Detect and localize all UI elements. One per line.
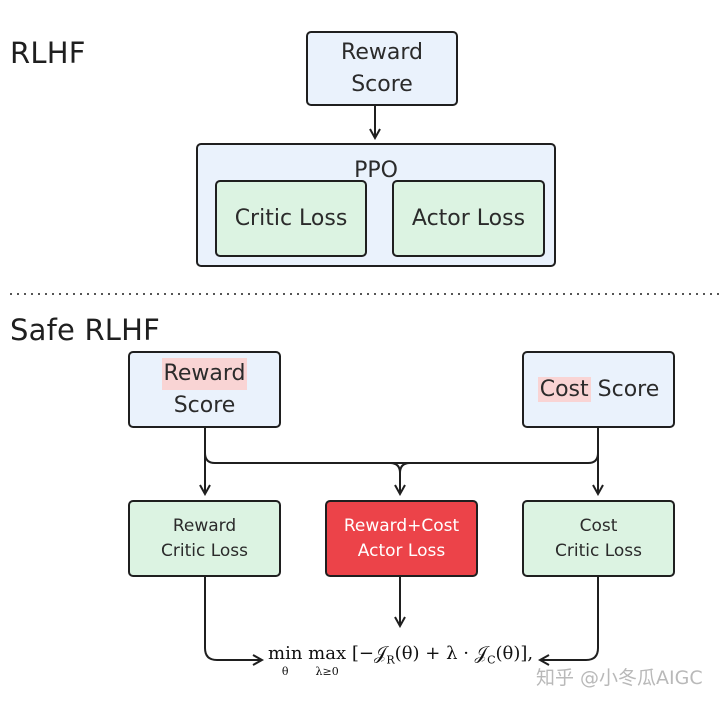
rlhf-reward-label-line2: Score [351, 71, 413, 97]
formula-max: max [308, 643, 347, 664]
rlhf-critic-loss-label: Critic Loss [234, 205, 348, 231]
formula-end: (θ)], [495, 643, 534, 664]
cost-highlight-label: Cost [537, 376, 591, 402]
rlhf-reward-score-box: Reward Score [306, 31, 458, 106]
cost-score-box: Cost Score [522, 351, 675, 428]
objective-formula: min θ max λ≥0 [−𝒥R(θ) + λ · 𝒥C(θ)], [268, 645, 533, 681]
formula-min: min [268, 643, 303, 664]
rlhf-actor-loss-box: Actor Loss [392, 180, 545, 257]
reward-critic-loss-box: Reward Critic Loss [128, 500, 281, 577]
reward-critic-line1: Reward [172, 515, 237, 536]
safe-reward-score-box: Reward Score [128, 351, 281, 428]
cost-critic-line1: Cost [579, 515, 618, 536]
ppo-label: PPO [354, 158, 398, 183]
rlhf-actor-loss-label: Actor Loss [411, 205, 526, 231]
cost-score-label: Score [590, 376, 660, 402]
cost-critic-loss-box: Cost Critic Loss [522, 500, 675, 577]
formula-r-subscript: R [386, 653, 395, 667]
rlhf-reward-label-line1: Reward [341, 39, 423, 65]
combined-actor-loss-box: Reward+Cost Actor Loss [325, 500, 478, 577]
watermark: 知乎 @小冬瓜AIGC [536, 667, 703, 689]
reward-critic-line2: Critic Loss [160, 540, 248, 561]
formula-max-subscript: λ≥0 [315, 665, 339, 678]
arrow-to-combined-actor [389, 462, 400, 494]
rlhf-title: RLHF [10, 36, 86, 70]
bus-line [204, 428, 599, 464]
cost-critic-line2: Critic Loss [554, 540, 642, 561]
reward-score-label: Score [173, 392, 236, 418]
combined-actor-line2: Actor Loss [357, 540, 446, 561]
arrow-cost-critic-to-formula [540, 577, 599, 660]
rlhf-critic-loss-box: Critic Loss [215, 180, 367, 257]
formula-body: [−𝒥 [351, 643, 387, 664]
safe-rlhf-title: Safe RLHF [10, 313, 161, 347]
formula-mid: (θ) + λ · 𝒥 [394, 643, 488, 664]
formula-c-subscript: C [487, 653, 496, 667]
arrow-reward-critic-to-formula [204, 577, 262, 660]
reward-highlight-label: Reward [161, 357, 248, 390]
formula-min-subscript: θ [281, 665, 289, 678]
combined-actor-line1: Reward+Cost [343, 515, 460, 536]
